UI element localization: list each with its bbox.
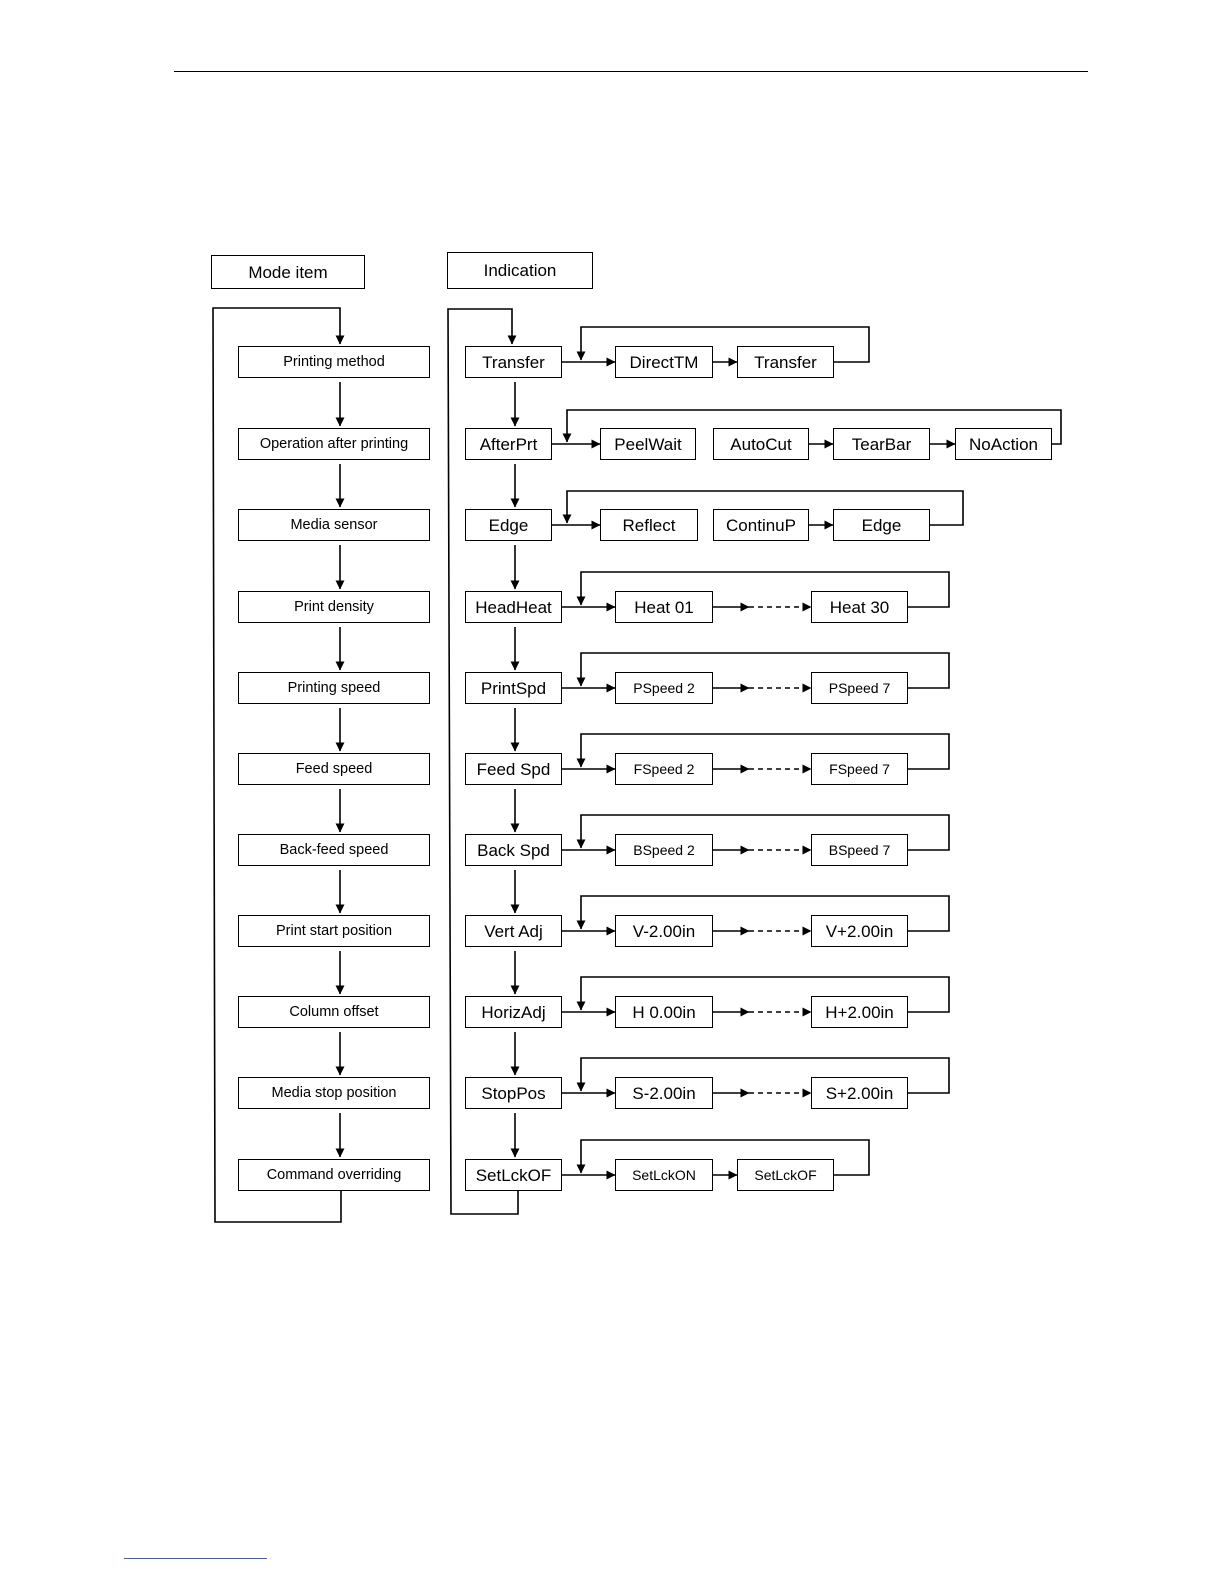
loop-back-arrow	[576, 326, 870, 363]
mode-item-box: Column offset	[238, 996, 430, 1028]
option-box: BSpeed 7	[811, 834, 908, 866]
option-box: SetLckOF	[737, 1159, 834, 1191]
mode-item-box: Print start position	[238, 915, 430, 947]
indication-box: Back Spd	[465, 834, 562, 866]
option-box: H 0.00in	[615, 996, 713, 1028]
option-box: Transfer	[737, 346, 834, 378]
indication-box: Transfer	[465, 346, 562, 378]
indication-box: PrintSpd	[465, 672, 562, 704]
loop-back-arrow	[576, 652, 950, 689]
mode-return-loop	[212, 307, 345, 1223]
mode-item-box: Print density	[238, 591, 430, 623]
indication-box: SetLckOF	[465, 1159, 562, 1191]
option-box: S-2.00in	[615, 1077, 713, 1109]
loop-back-arrow	[576, 1057, 950, 1094]
option-box: Reflect	[600, 509, 698, 541]
indication-box: Feed Spd	[465, 753, 562, 785]
loop-back-arrow	[576, 895, 950, 932]
indication-return-loop	[447, 308, 519, 1215]
top-rule	[174, 71, 1088, 72]
option-box: FSpeed 2	[615, 753, 713, 785]
mode-item-box: Media sensor	[238, 509, 430, 541]
mode-item-box: Printing speed	[238, 672, 430, 704]
indication-box: Vert Adj	[465, 915, 562, 947]
option-box: TearBar	[833, 428, 930, 460]
loop-back-arrow	[576, 1139, 870, 1176]
option-box: AutoCut	[713, 428, 809, 460]
mode-item-box: Operation after printing	[238, 428, 430, 460]
mode-item-box: Command overriding	[238, 1159, 430, 1191]
mode-item-box: Media stop position	[238, 1077, 430, 1109]
option-box: NoAction	[955, 428, 1052, 460]
indication-box: StopPos	[465, 1077, 562, 1109]
option-box: SetLckON	[615, 1159, 713, 1191]
option-box: V-2.00in	[615, 915, 713, 947]
loop-back-arrow	[562, 490, 964, 526]
option-box: Edge	[833, 509, 930, 541]
mode-item-box: Printing method	[238, 346, 430, 378]
indication-header: Indication	[447, 252, 593, 289]
option-box: PSpeed 7	[811, 672, 908, 704]
loop-back-arrow	[576, 814, 950, 851]
option-box: DirectTM	[615, 346, 713, 378]
option-box: V+2.00in	[811, 915, 908, 947]
option-box: Heat 01	[615, 591, 713, 623]
mode-item-box: Feed speed	[238, 753, 430, 785]
indication-box: HeadHeat	[465, 591, 562, 623]
indication-box: AfterPrt	[465, 428, 552, 460]
indication-box: Edge	[465, 509, 552, 541]
option-box: BSpeed 2	[615, 834, 713, 866]
mode-item-header: Mode item	[211, 255, 365, 289]
option-box: FSpeed 7	[811, 753, 908, 785]
indication-box: HorizAdj	[465, 996, 562, 1028]
option-box: PSpeed 2	[615, 672, 713, 704]
option-box: ContinuP	[713, 509, 809, 541]
option-box: H+2.00in	[811, 996, 908, 1028]
loop-back-arrow	[576, 733, 950, 770]
option-box: PeelWait	[600, 428, 696, 460]
loop-back-arrow	[562, 409, 1062, 445]
mode-item-box: Back-feed speed	[238, 834, 430, 866]
bottom-rule	[124, 1558, 267, 1559]
option-box: S+2.00in	[811, 1077, 908, 1109]
option-box: Heat 30	[811, 591, 908, 623]
loop-back-arrow	[576, 571, 950, 608]
loop-back-arrow	[576, 976, 950, 1013]
